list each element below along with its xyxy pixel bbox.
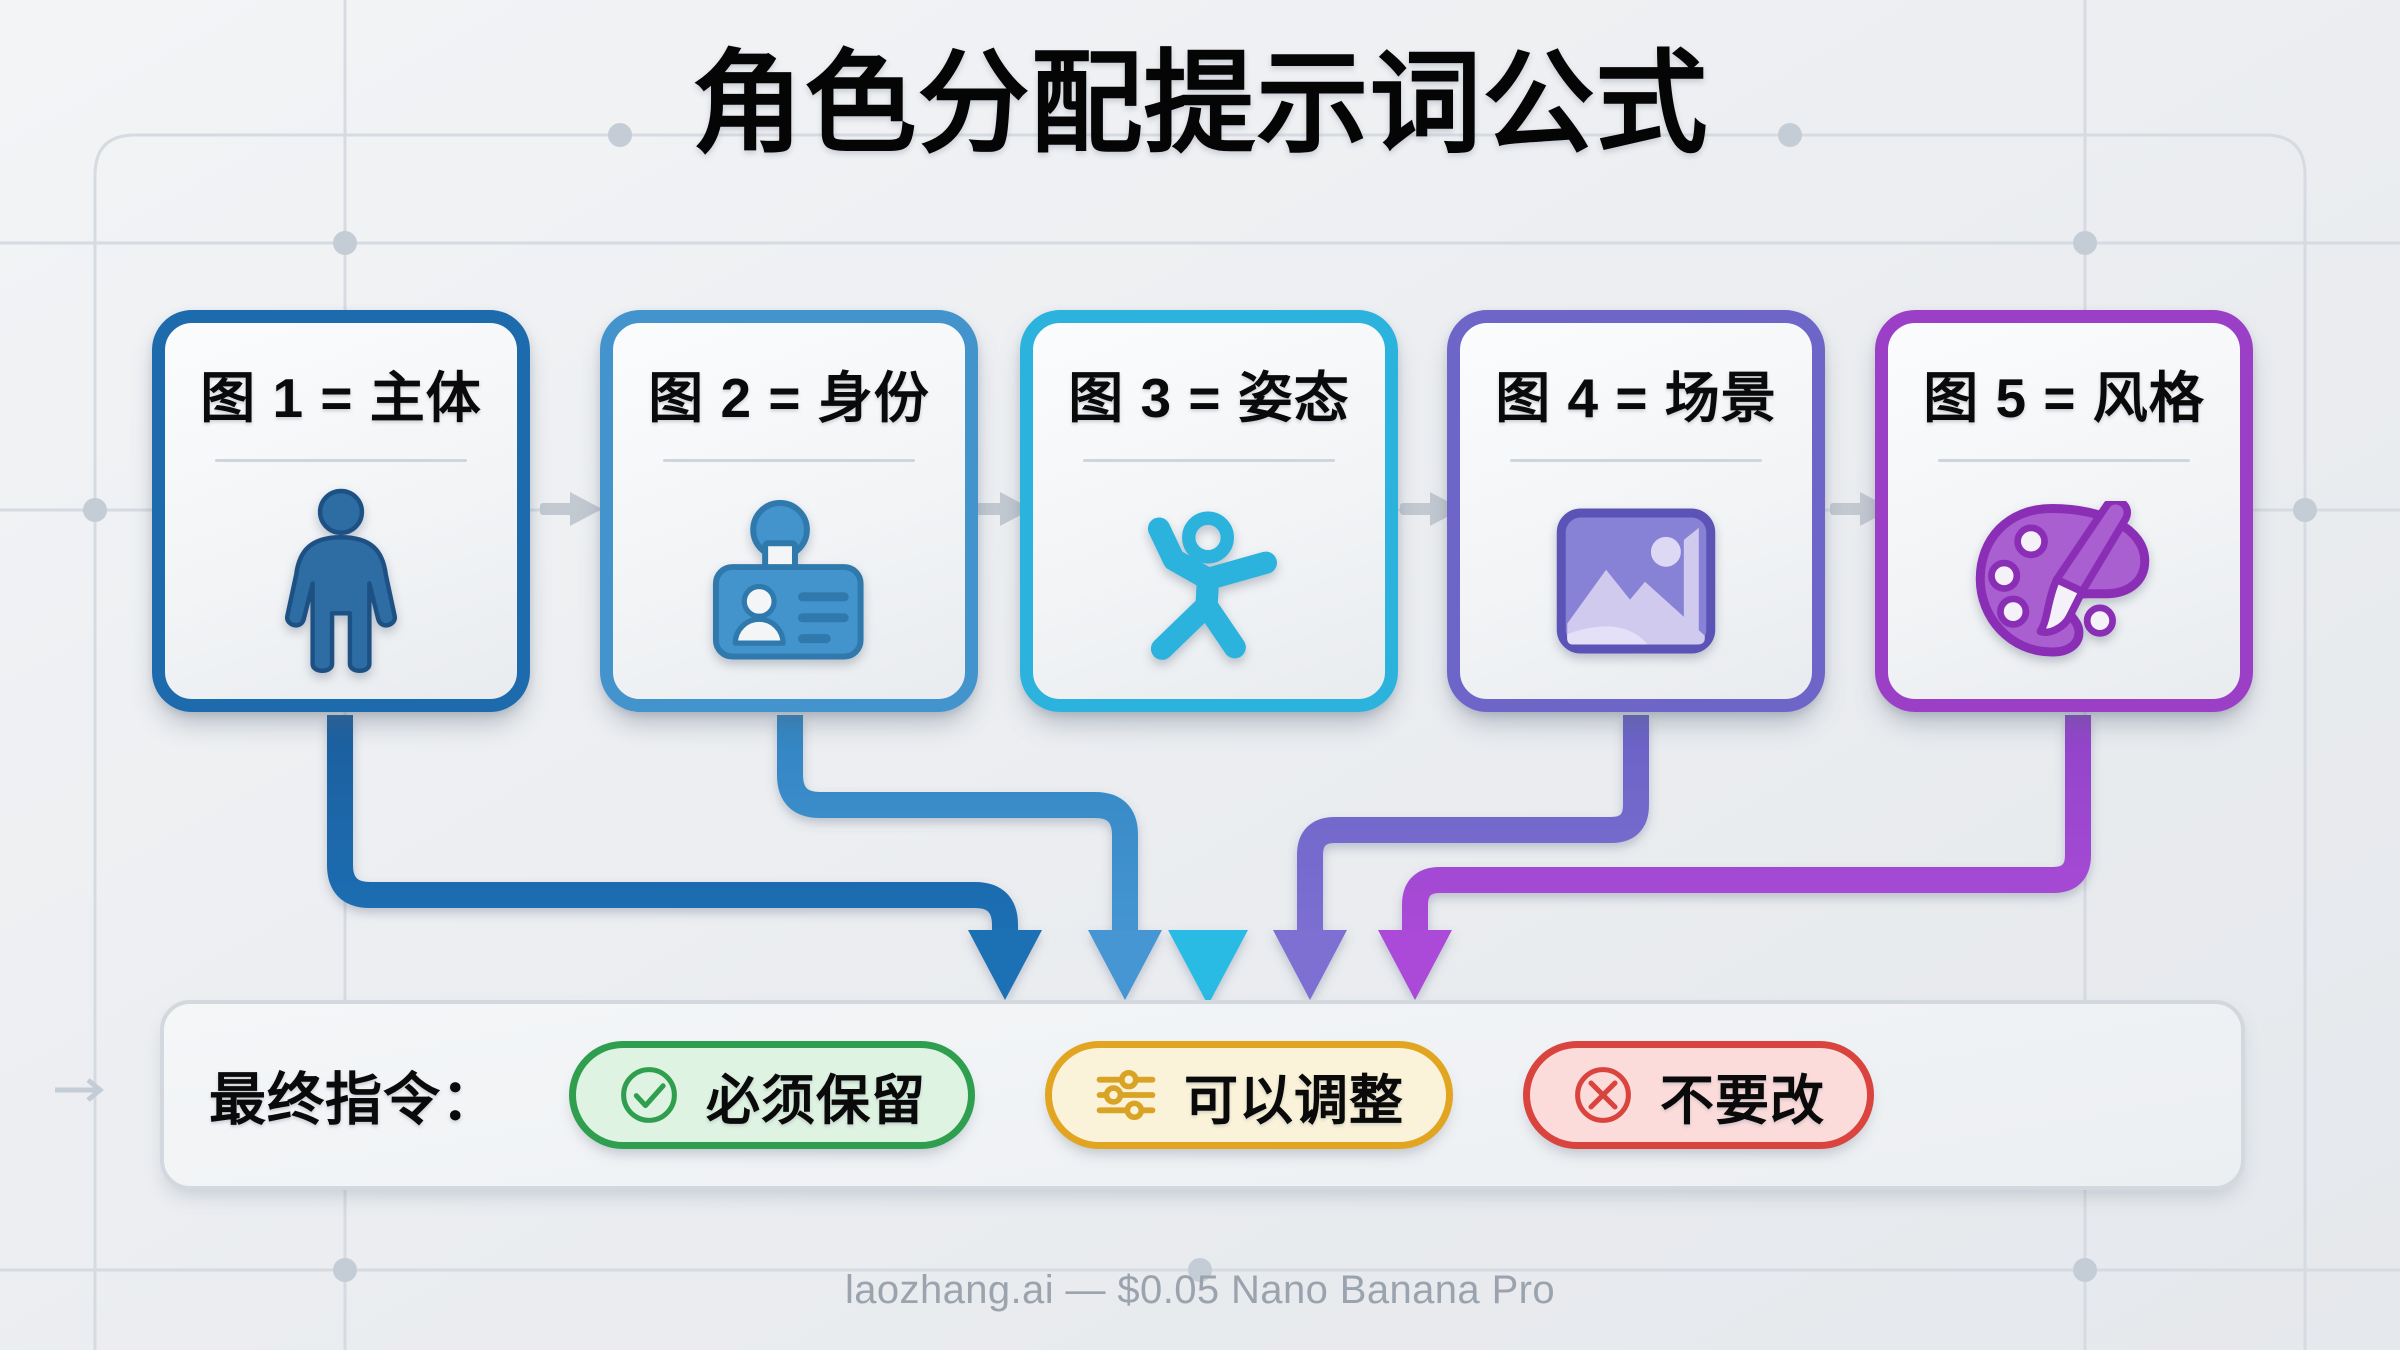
card-title: 图 5 = 风格 [1923, 367, 2205, 429]
card-title: 图 2 = 身份 [648, 367, 930, 429]
flow-card-scene[interactable]: 图 4 = 场景 [1447, 310, 1825, 712]
pill-adjustable[interactable]: 可以调整 [1045, 1041, 1453, 1149]
landscape-image-icon [1460, 462, 1812, 699]
person-icon [165, 462, 517, 699]
card-divider [1083, 459, 1335, 462]
card-divider [1510, 459, 1762, 462]
card-title: 图 4 = 场景 [1495, 367, 1777, 429]
final-instruction-label: 最终指令： [209, 1068, 499, 1132]
pose-figure-icon [1033, 462, 1385, 699]
flow-card-pose[interactable]: 图 3 = 姿态 [1020, 310, 1398, 712]
card-divider [663, 459, 915, 462]
pill-must-keep[interactable]: 必须保留 [569, 1041, 975, 1149]
pill-label: 必须保留 [706, 1070, 926, 1131]
page-title: 角色分配提示词公式 [691, 41, 1709, 166]
id-badge-icon [613, 462, 965, 699]
paint-palette-icon [1888, 462, 2240, 699]
flow-card-style[interactable]: 图 5 = 风格 [1875, 310, 2253, 712]
final-instruction-panel: 最终指令： 必须保留 [160, 1000, 2245, 1190]
pill-label: 不要改 [1660, 1070, 1825, 1131]
sliders-icon [1094, 1067, 1158, 1123]
flow-card-identity[interactable]: 图 2 = 身份 [600, 310, 978, 712]
check-circle-icon [618, 1064, 680, 1126]
card-divider [215, 459, 467, 462]
card-title: 图 3 = 姿态 [1068, 367, 1350, 429]
pill-label: 可以调整 [1184, 1070, 1404, 1131]
footer-watermark: laozhang.ai — $0.05 Nano Banana Pro [844, 1268, 1556, 1312]
flow-card-subject[interactable]: 图 1 = 主体 [152, 310, 530, 712]
pill-do-not-change[interactable]: 不要改 [1523, 1041, 1874, 1149]
x-circle-icon [1572, 1064, 1634, 1126]
card-divider [1938, 459, 2190, 462]
card-title: 图 1 = 主体 [200, 367, 482, 429]
